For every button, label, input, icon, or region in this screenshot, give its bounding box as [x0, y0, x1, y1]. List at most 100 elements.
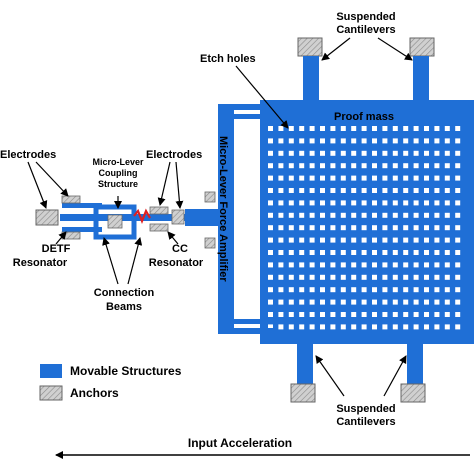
proof-mass	[260, 100, 474, 344]
etch-hole	[372, 250, 377, 255]
etch-hole	[455, 138, 461, 144]
etch-hole	[320, 299, 325, 305]
etch-hole	[330, 274, 336, 280]
etch-hole	[444, 225, 450, 231]
label-input-acceleration: Input Acceleration	[188, 436, 292, 450]
arrow-cc	[167, 231, 179, 245]
etch-hole	[455, 287, 461, 293]
etch-hole	[392, 163, 398, 169]
etch-hole	[403, 237, 409, 243]
etch-hole	[424, 225, 429, 231]
etch-hole	[372, 312, 377, 317]
etch-hole	[361, 138, 367, 144]
etch-hole	[351, 150, 357, 156]
arrow-electrodes-left-2	[35, 161, 69, 197]
etch-hole	[361, 299, 367, 305]
etch-hole	[444, 262, 450, 268]
etch-hole	[361, 200, 367, 206]
etch-hole	[444, 287, 450, 293]
bottom-right-cantilever	[407, 340, 423, 385]
etch-hole	[424, 312, 429, 317]
amplifier-anchor	[204, 237, 216, 249]
etch-hole	[382, 237, 388, 243]
etch-hole	[392, 262, 398, 268]
cc-anchor-right	[171, 209, 185, 225]
etch-hole	[372, 324, 377, 330]
etch-hole	[403, 126, 409, 131]
etch-hole	[361, 225, 367, 231]
etch-hole	[299, 175, 305, 181]
etch-hole	[455, 312, 461, 317]
etch-hole	[351, 188, 357, 193]
etch-hole	[455, 324, 461, 330]
etch-hole	[424, 262, 429, 268]
etch-hole	[309, 175, 315, 181]
etch-hole	[392, 324, 398, 330]
etch-hole	[268, 312, 273, 317]
etch-hole	[382, 126, 388, 131]
etch-hole	[351, 237, 357, 243]
label-electrodes-right: Electrodes	[146, 149, 202, 161]
etch-hole	[299, 163, 305, 169]
arrow-suspended-top-left	[321, 37, 351, 61]
etch-hole	[424, 163, 429, 169]
etch-hole	[413, 175, 419, 181]
etch-hole	[361, 150, 367, 156]
etch-hole	[382, 163, 388, 169]
force-amplifier	[204, 104, 274, 334]
etch-hole	[309, 299, 315, 305]
etch-hole	[392, 150, 398, 156]
etch-hole	[340, 126, 346, 131]
etch-hole	[382, 312, 388, 317]
etch-hole	[392, 200, 398, 206]
etch-hole	[372, 274, 377, 280]
etch-hole	[309, 200, 315, 206]
etch-hole	[361, 312, 367, 317]
etch-hole	[351, 212, 357, 218]
etch-hole	[413, 299, 419, 305]
etch-hole	[392, 188, 398, 193]
etch-hole	[424, 138, 429, 144]
etch-hole	[382, 287, 388, 293]
etch-hole	[351, 175, 357, 181]
etch-hole	[309, 312, 315, 317]
label-proof-mass: Proof mass	[334, 111, 394, 123]
callout-arrows	[27, 37, 413, 397]
etch-hole	[351, 250, 357, 255]
etch-hole	[330, 212, 336, 218]
etch-hole	[330, 175, 336, 181]
etch-hole	[372, 150, 377, 156]
etch-hole	[309, 163, 315, 169]
etch-hole	[340, 262, 346, 268]
etch-hole	[330, 287, 336, 293]
etch-hole	[392, 225, 398, 231]
etch-hole	[361, 262, 367, 268]
etch-hole	[340, 324, 346, 330]
etch-hole	[403, 212, 409, 218]
etch-hole	[309, 188, 315, 193]
etch-hole	[455, 175, 461, 181]
etch-hole	[278, 175, 284, 181]
etch-hole	[330, 250, 336, 255]
etch-hole	[434, 200, 440, 206]
etch-hole	[434, 324, 440, 330]
label-cc-2: Resonator	[149, 257, 204, 269]
etch-hole	[278, 126, 284, 131]
arrow-detf	[55, 231, 67, 245]
etch-hole	[382, 188, 388, 193]
etch-hole	[392, 237, 398, 243]
etch-hole	[413, 225, 419, 231]
etch-hole	[330, 188, 336, 193]
label-cc-1: CC	[172, 243, 188, 255]
etch-hole	[340, 138, 346, 144]
top-cantilevers	[297, 37, 435, 104]
etch-hole	[351, 225, 357, 231]
etch-hole	[382, 262, 388, 268]
etch-hole	[424, 274, 429, 280]
detf-resonator-upper-beam	[62, 203, 102, 208]
etch-hole	[424, 212, 429, 218]
etch-hole	[340, 163, 346, 169]
etch-hole	[278, 225, 284, 231]
etch-hole	[340, 212, 346, 218]
amplifier-bottom-arm-2	[232, 319, 274, 324]
